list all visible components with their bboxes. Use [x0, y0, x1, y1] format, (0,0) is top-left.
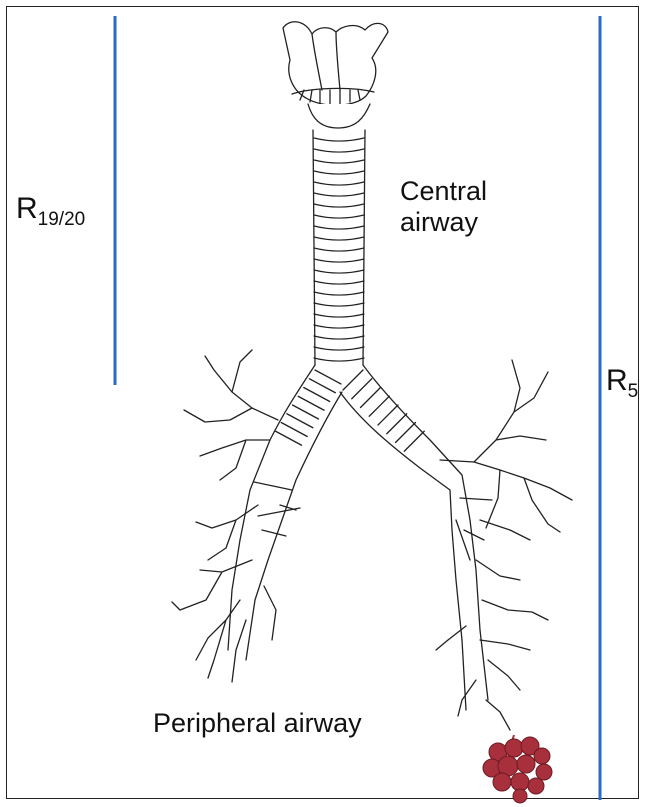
- bronchial-ring: [404, 431, 424, 451]
- tracheal-ring: [314, 259, 364, 262]
- bronchial-ring: [369, 396, 389, 416]
- bronchial-ring: [343, 370, 363, 390]
- r-5-label: R5: [606, 364, 638, 399]
- tracheal-ring: [314, 237, 364, 240]
- bronchial-ring: [361, 388, 381, 408]
- central-airway-label: Central airway: [400, 176, 487, 238]
- tracheal-ring: [314, 193, 364, 196]
- bronchial-ring: [304, 388, 330, 402]
- tracheal-ring: [314, 182, 364, 185]
- peripheral-airway-label: Peripheral airway: [153, 708, 362, 739]
- bronchial-ring: [281, 423, 307, 437]
- bronchial-ring: [298, 396, 324, 410]
- tracheal-ring: [314, 314, 364, 317]
- bronchial-ring: [293, 405, 319, 419]
- right-bronchial-tree: [340, 360, 572, 730]
- bronchial-ring: [378, 405, 398, 425]
- tracheal-ring: [314, 292, 364, 295]
- bronchial-ring: [309, 379, 335, 393]
- bronchial-ring: [352, 379, 372, 399]
- alveoli-cluster: [483, 735, 552, 803]
- tracheal-ring: [314, 215, 364, 218]
- tracheal-ring: [314, 204, 364, 207]
- tracheal-ring: [314, 149, 364, 152]
- tracheal-ring: [314, 347, 364, 350]
- bronchial-ring: [396, 423, 416, 443]
- tracheal-ring: [314, 303, 364, 306]
- r-19-20-label: R19/20: [16, 192, 85, 227]
- tracheal-ring: [314, 171, 364, 174]
- left-bronchial-tree: [172, 350, 342, 682]
- bronchial-ring: [276, 431, 302, 445]
- larynx-illustration: [283, 22, 388, 128]
- tracheal-ring: [314, 138, 364, 141]
- tracheal-ring: [314, 325, 364, 328]
- bronchial-ring: [287, 414, 313, 428]
- tracheal-ring: [314, 226, 364, 229]
- tracheal-ring: [314, 270, 364, 273]
- tracheal-ring: [314, 281, 364, 284]
- tracheal-ring: [314, 248, 364, 251]
- bronchial-ring: [315, 370, 341, 384]
- tracheal-ring: [314, 336, 364, 339]
- tracheal-ring: [314, 160, 364, 163]
- tracheal-ring: [314, 358, 364, 361]
- bronchial-ring: [387, 414, 407, 434]
